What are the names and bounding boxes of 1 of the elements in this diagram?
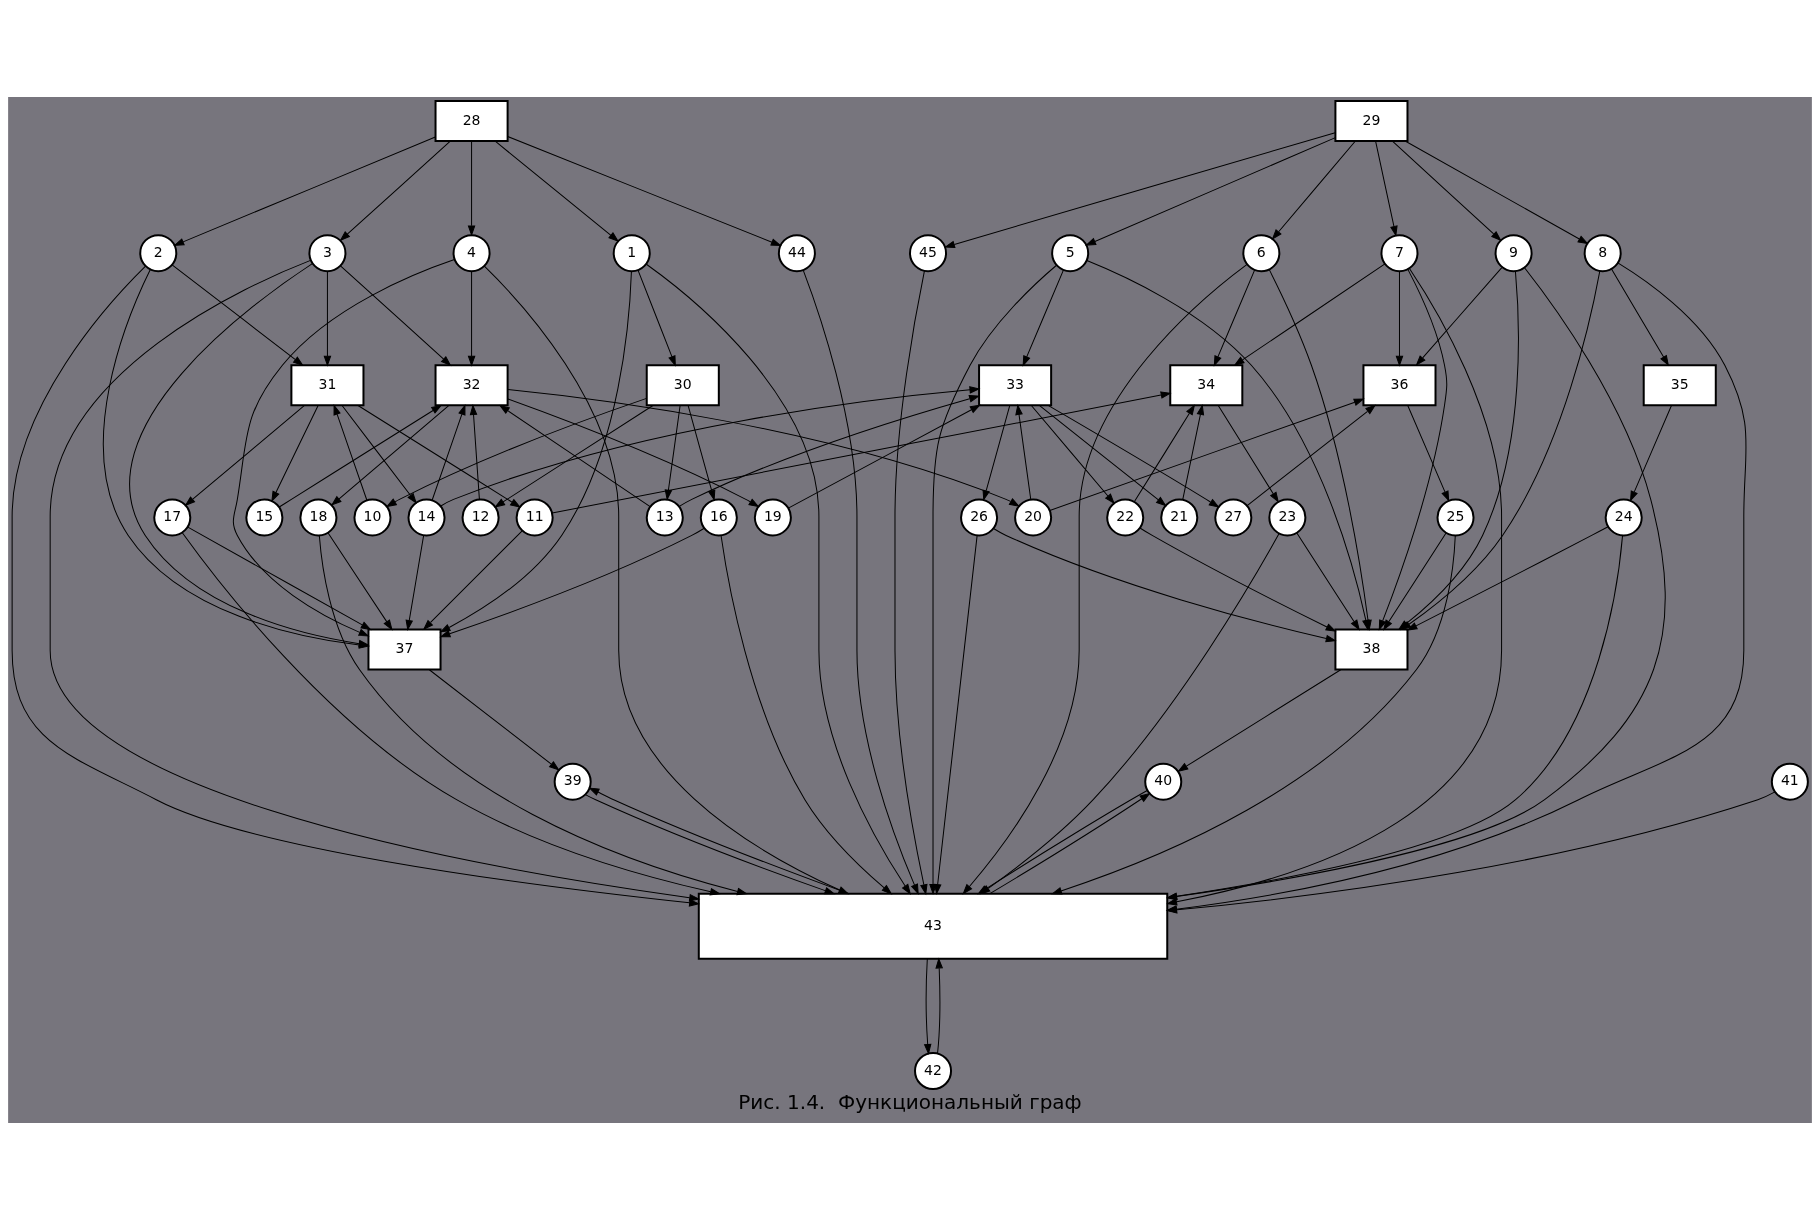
caption: Рис. 1.4. Функциональный граф xyxy=(738,1089,1082,1114)
